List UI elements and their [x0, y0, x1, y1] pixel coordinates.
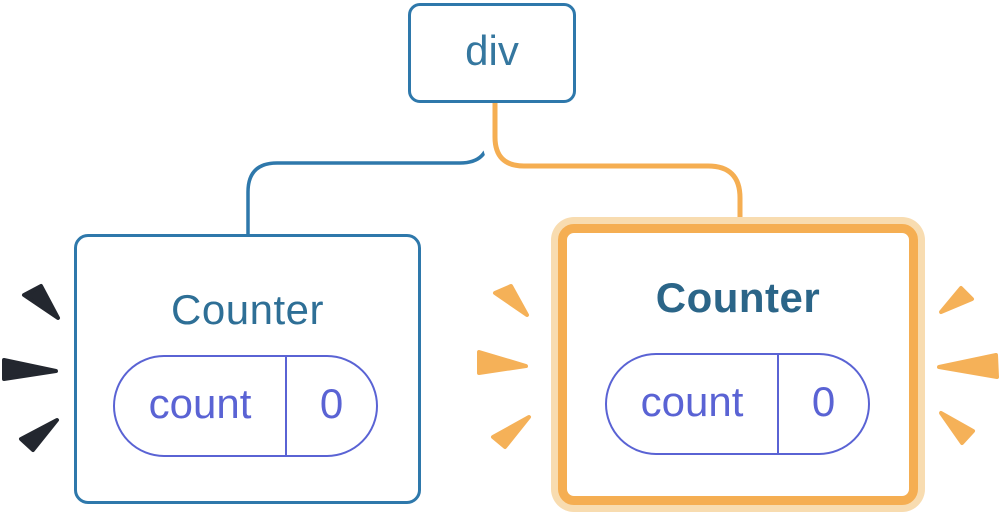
burst-ray [939, 411, 975, 445]
burst-ray [2, 358, 58, 381]
burst-ray [939, 286, 974, 314]
state-pill-divider [285, 357, 287, 455]
state-value: 0 [811, 378, 836, 425]
burst-ray [477, 350, 528, 375]
burst-ray [22, 284, 60, 320]
root-node-div: div [408, 3, 576, 103]
render-burst-right-counter-right [937, 286, 999, 445]
counter-card-right-highlighted: Counter count 0 [558, 224, 918, 505]
state-value: 0 [319, 380, 344, 427]
render-burst-left-counter [2, 284, 60, 452]
state-pill-divider [777, 355, 779, 453]
state-pill: count 0 [605, 353, 870, 455]
burst-ray [493, 284, 529, 317]
counter-card-left: Counter count 0 [74, 234, 421, 504]
counter-title: Counter [171, 286, 324, 333]
root-node-label: div [465, 27, 519, 74]
edge-root-to-left-counter [246, 100, 491, 240]
burst-ray [491, 415, 531, 449]
burst-ray [19, 418, 59, 452]
state-pill: count 0 [113, 355, 378, 457]
state-key: count [640, 378, 744, 425]
render-burst-right-counter-left [477, 284, 531, 449]
counter-title: Counter [655, 274, 821, 321]
burst-ray [937, 353, 999, 379]
edge-root-to-right-counter-highlighted [492, 98, 743, 232]
state-key: count [148, 380, 252, 427]
